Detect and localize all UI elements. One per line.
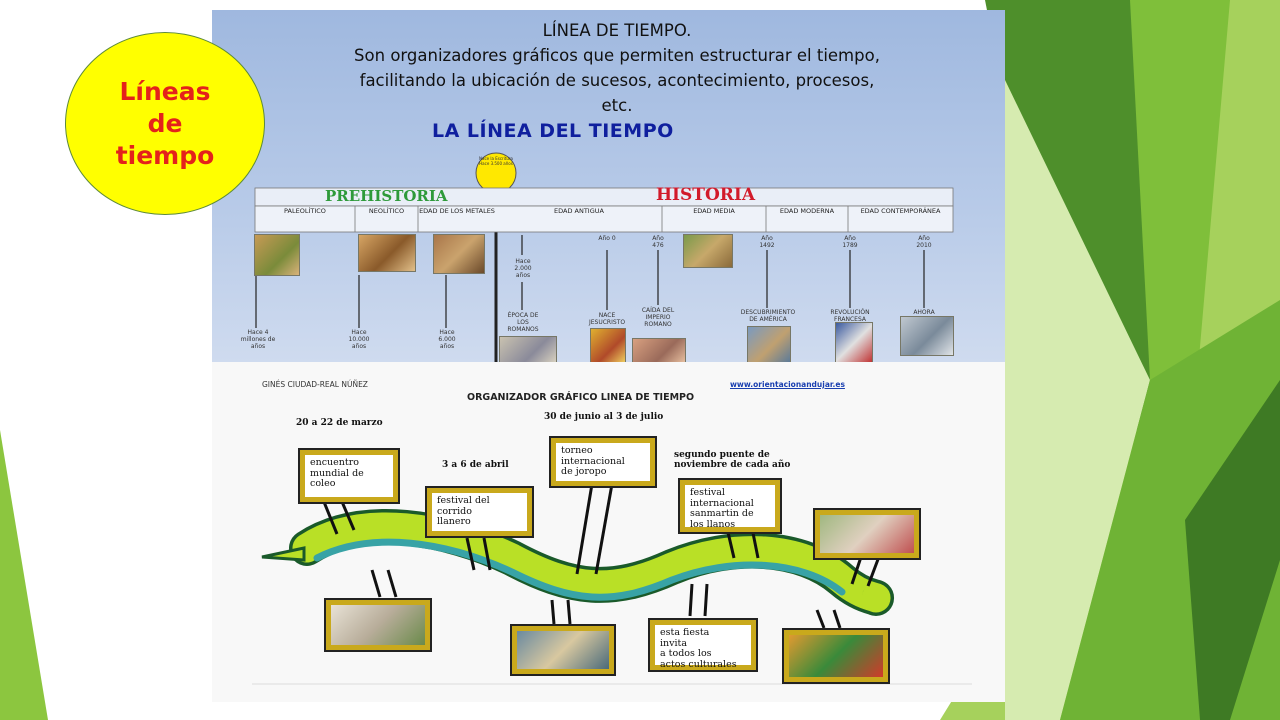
connector (338, 496, 356, 531)
connector (594, 483, 614, 575)
now-picture (900, 316, 954, 356)
connector (725, 527, 736, 559)
connector (566, 599, 572, 625)
event-ahora: AHORA (913, 309, 935, 316)
snake-timeline (252, 483, 972, 685)
date-marzo: 20 a 22 de marzo (296, 418, 383, 428)
photo-crowd (512, 626, 614, 674)
paleolithic-picture (254, 234, 300, 276)
period-band (254, 205, 954, 233)
box-sanmartin: festival internacional sanmartin de los … (680, 480, 780, 532)
period-paleolitico: PALEOLÍTICO (284, 207, 326, 215)
author-label: GINÉS CIUDAD-REAL NÚÑEZ (262, 380, 368, 389)
year-1492: Año 1492 (759, 235, 775, 249)
date-julio: 30 de junio al 3 de julio (544, 412, 664, 422)
organizer-graphic: GINÉS CIUDAD-REAL NÚÑEZ www.orientaciona… (212, 362, 1005, 702)
connector (815, 609, 826, 629)
connector (550, 599, 556, 625)
roman-picture (499, 336, 557, 364)
connector (320, 496, 339, 535)
connector (850, 553, 864, 585)
date-noviembre: segundo puente de noviembre de cada año (674, 450, 791, 470)
connector (703, 583, 709, 617)
box-joropo: torneo internacional de joropo (551, 438, 655, 486)
timeline-graphic (254, 152, 954, 362)
year-0: Año 0 (598, 235, 616, 242)
event-revolucion: REVOLUCIÓN FRANCESA (830, 309, 870, 323)
roman-empire-fall-picture (632, 338, 686, 364)
website-label: www.orientacionandujar.es (730, 380, 845, 389)
event-2000: Hace 2.000 años (514, 258, 532, 279)
snake-belly (313, 538, 846, 601)
event-imperio-romano: CAÍDA DEL IMPERIO ROMANO (641, 307, 675, 328)
event-10000: Hace 10.000 años (348, 329, 370, 350)
photo-poster (784, 630, 888, 682)
connector (832, 609, 842, 629)
connector (482, 537, 492, 571)
america-discovery-picture (747, 326, 791, 364)
period-edad-media: EDAD MEDIA (693, 207, 735, 215)
box-coleo: encuentro mundial de coleo (300, 450, 398, 502)
event-6000: Hace 6.000 años (438, 329, 456, 350)
event-america: DESCUBRIMIENTO DE AMÉRICA (740, 309, 796, 323)
timeline-poster: LÍNEA DE TIEMPO. Son organizadores gráfi… (212, 10, 1005, 364)
period-edad-metales: EDAD DE LOS METALES (419, 207, 495, 215)
connector (688, 583, 694, 617)
era-prehistoria: PREHISTORIA (325, 187, 448, 205)
event-jesucristo: NACE JESUCRISTO (588, 312, 626, 326)
photo-dancers (815, 510, 919, 558)
poster-heading: LÍNEA DE TIEMPO. Son organizadores gráfi… (354, 21, 880, 115)
connector (370, 569, 382, 598)
connector (575, 483, 594, 575)
year-2010: Año 2010 (916, 235, 932, 249)
period-edad-moderna: EDAD MODERNA (779, 207, 835, 215)
box-fiesta: esta fiesta invita a todos los actos cul… (650, 620, 756, 670)
french-revolution-picture (835, 322, 873, 364)
writing-marker-label: Nace la Escritura Hace 3.500 años (479, 156, 513, 166)
timeline-infographic-image: LÍNEA DE TIEMPO. Son organizadores gráfi… (212, 10, 1005, 702)
connector (465, 537, 476, 571)
photo-cow (326, 600, 430, 650)
connector (750, 527, 760, 559)
period-edad-contemporanea: EDAD CONTEMPORÁNEA (860, 207, 941, 215)
connector (866, 553, 882, 587)
right-green-shape-deep (1185, 380, 1280, 720)
event-4-millones: Hace 4 millones de años (240, 329, 276, 350)
badge-label: Líneas de tiempo (115, 76, 215, 170)
connector (386, 569, 398, 598)
year-476: Año 476 (652, 235, 664, 249)
middle-ages-picture (683, 234, 733, 268)
poster-title: LA LÍNEA DEL TIEMPO (432, 120, 674, 142)
box-corrido: festival del corrido llanero (427, 488, 532, 536)
period-edad-antigua: EDAD ANTIGUA (554, 207, 604, 215)
jesus-picture (590, 328, 626, 364)
snake-head (261, 546, 306, 562)
snake-body-fill (292, 512, 891, 613)
organizer-title: ORGANIZADOR GRÁFICO LINEA DE TIEMPO (467, 392, 695, 403)
lineas-de-tiempo-badge: Líneas de tiempo (65, 32, 265, 215)
right-green-shape-pale (1005, 80, 1150, 720)
metal-age-picture (433, 234, 485, 274)
year-1789: Año 1789 (842, 235, 858, 249)
neolithic-picture (358, 234, 416, 272)
event-romanos: ÉPOCA DE LOS ROMANOS (507, 312, 539, 333)
date-abril: 3 a 6 de abril (442, 460, 509, 470)
period-neolitico: NEOLÍTICO (368, 207, 405, 215)
left-green-shape (0, 430, 48, 720)
era-historia: HISTORIA (656, 185, 756, 205)
